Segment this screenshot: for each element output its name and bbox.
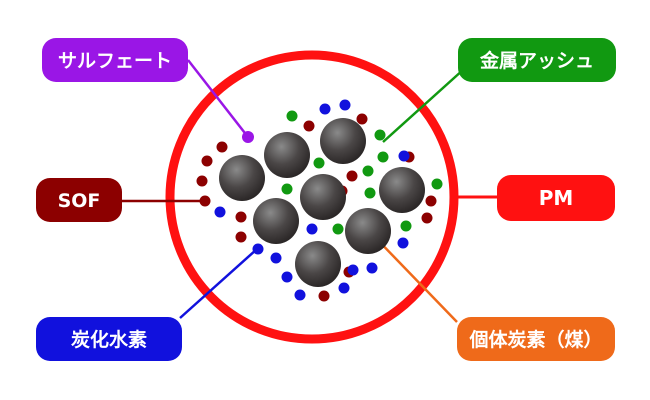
hydrocarbon-particles [214, 99, 410, 301]
label-pm-box [497, 175, 615, 221]
label-metal-ash: 金属アッシュ [458, 38, 616, 82]
label-sulfate: サルフェート [42, 38, 188, 82]
label-metal-ash-text: 金属アッシュ [479, 49, 594, 72]
label-metal-ash-box [458, 38, 616, 82]
metal-ash-particles [281, 110, 443, 235]
pm-boundary-circle [165, 50, 459, 344]
label-pm-text: PM [539, 186, 574, 210]
soot-connector [179, 248, 258, 319]
label-sof-text: SOF [58, 190, 101, 212]
carbon-particles [219, 118, 425, 287]
metal-ash-connector [382, 59, 475, 143]
sulfate-particle [242, 131, 254, 143]
label-sof-box [36, 178, 122, 222]
label-sof: SOF [36, 178, 122, 222]
label-soot-text: 炭化水素 [71, 328, 147, 351]
label-sulfate-box [42, 38, 188, 82]
sulfate-connector [187, 59, 249, 138]
sof-droplets [196, 113, 437, 302]
label-carbon-text: 個体炭素（煤） [468, 328, 602, 351]
label-soot: 炭化水素 [36, 317, 182, 361]
label-sulfate-text: サルフェート [58, 50, 172, 72]
label-carbon-box [457, 317, 615, 361]
label-soot-box [36, 317, 182, 361]
label-carbon: 個体炭素（煤） [457, 317, 615, 361]
label-pm: PM [497, 175, 615, 221]
